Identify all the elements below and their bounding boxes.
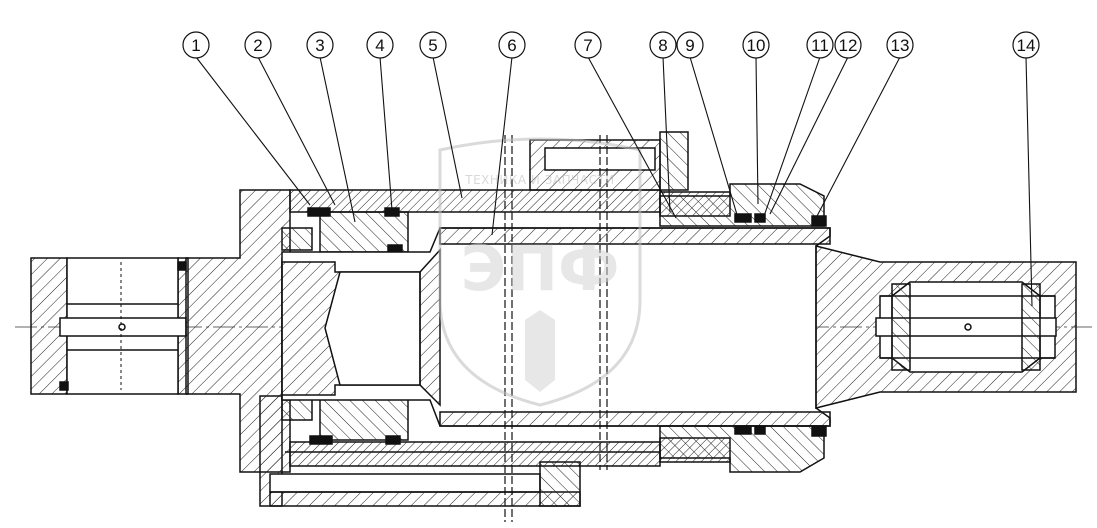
watermark-logo: ТЕХНИКА И ЗАПЧАСТИ ЭПФ bbox=[438, 137, 642, 407]
rod-end-eye bbox=[815, 245, 1077, 409]
callout-1: 1 bbox=[182, 31, 210, 59]
section-break-lines bbox=[504, 135, 608, 522]
svg-text:7: 7 bbox=[583, 36, 592, 55]
watermark-top-text: ТЕХНИКА И ЗАПЧАСТИ bbox=[464, 173, 615, 187]
callout-10: 10 bbox=[742, 31, 770, 59]
bottom-port-block bbox=[259, 395, 660, 507]
svg-text:12: 12 bbox=[839, 36, 858, 55]
svg-text:11: 11 bbox=[811, 36, 829, 55]
callout-9: 9 bbox=[676, 31, 704, 59]
svg-text:4: 4 bbox=[375, 36, 384, 55]
left-clevis-eye bbox=[30, 257, 189, 395]
svg-text:9: 9 bbox=[685, 36, 694, 55]
svg-text:6: 6 bbox=[507, 36, 516, 55]
callout-14: 14 bbox=[1012, 31, 1040, 59]
callout-12: 12 bbox=[834, 31, 862, 59]
piston-rod bbox=[281, 227, 831, 427]
svg-text:10: 10 bbox=[747, 36, 766, 55]
callout-2: 2 bbox=[244, 31, 272, 59]
svg-text:14: 14 bbox=[1017, 36, 1036, 55]
svg-text:2: 2 bbox=[253, 36, 262, 55]
svg-text:13: 13 bbox=[891, 36, 910, 55]
callout-3: 3 bbox=[306, 31, 334, 59]
callout-11: 11 bbox=[806, 31, 834, 59]
callout-8: 8 bbox=[649, 31, 677, 59]
gland-housing bbox=[659, 183, 827, 473]
callout-13: 13 bbox=[886, 31, 914, 59]
svg-text:5: 5 bbox=[428, 36, 437, 55]
callout-4: 4 bbox=[366, 31, 394, 59]
svg-text:3: 3 bbox=[315, 36, 324, 55]
svg-text:8: 8 bbox=[658, 36, 667, 55]
callout-7: 7 bbox=[574, 31, 602, 59]
callout-6: 6 bbox=[498, 31, 526, 59]
svg-text:1: 1 bbox=[191, 36, 200, 55]
callout-circles: 1 2 3 4 5 6 7 8 bbox=[182, 31, 1040, 59]
callout-leaders bbox=[195, 56, 1033, 307]
callout-5: 5 bbox=[419, 31, 447, 59]
watermark-logo-text: ЭПФ bbox=[461, 232, 620, 305]
